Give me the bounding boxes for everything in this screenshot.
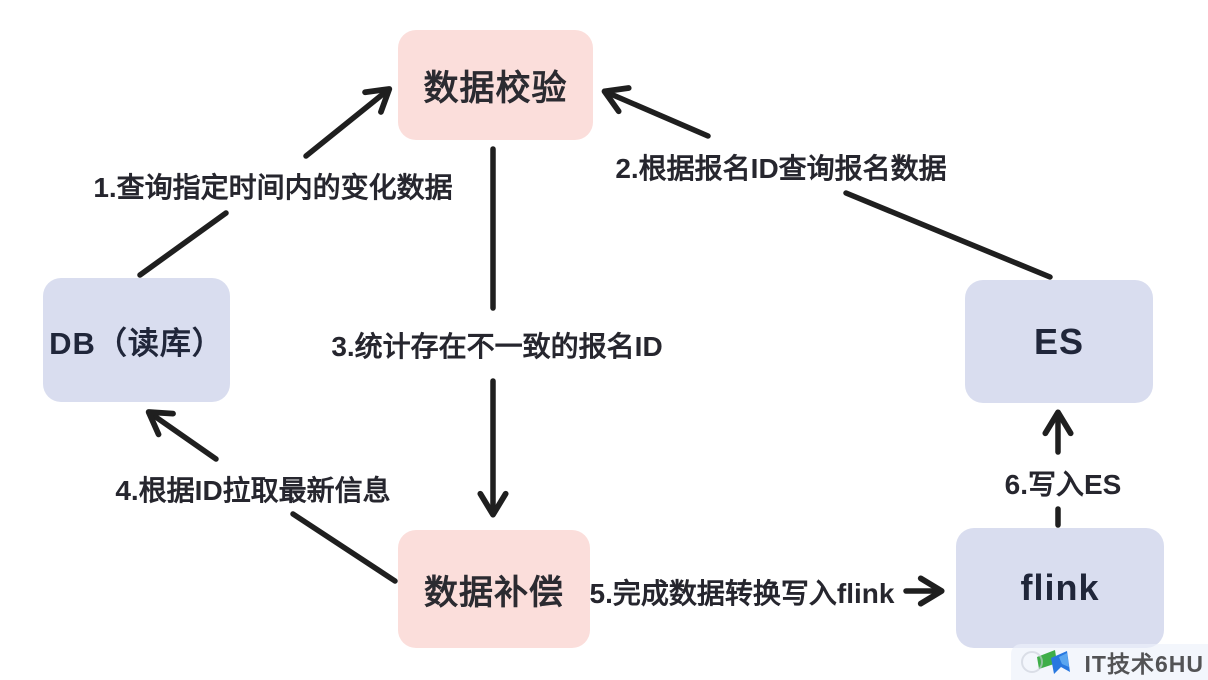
node-data-validation: 数据校验 bbox=[398, 30, 593, 140]
arrow-step1-upper bbox=[303, 86, 393, 159]
watermark: IT技术6HU bbox=[1010, 644, 1208, 680]
node-data-compensation: 数据补偿 bbox=[398, 530, 590, 648]
node-flink-label: flink bbox=[1020, 567, 1100, 608]
node-flink: flink bbox=[956, 528, 1164, 648]
node-es-label: ES bbox=[1033, 320, 1085, 362]
edge-label-step3: 3.统计存在不一致的报名ID bbox=[331, 331, 663, 362]
arrow-step4-lower bbox=[290, 511, 398, 584]
node-data-validation-label: 数据校验 bbox=[423, 68, 568, 108]
node-db-read-label: DB（读库） bbox=[49, 325, 224, 361]
watermark-circle-icon bbox=[1020, 651, 1043, 673]
edge-label-step1: 1.查询指定时间内的变化数据 bbox=[93, 172, 453, 203]
arrow-step4-upper bbox=[145, 409, 219, 462]
edge-label-step4: 4.根据ID拉取最新信息 bbox=[115, 475, 391, 506]
node-db-read: DB（读库） bbox=[43, 278, 230, 402]
arrow-step2-lower bbox=[843, 190, 1053, 280]
node-es: ES bbox=[965, 280, 1153, 403]
node-data-compensation-label: 数据补偿 bbox=[424, 573, 564, 612]
arrow-step2-upper bbox=[601, 85, 711, 139]
arrow-step1-lower bbox=[137, 210, 229, 278]
edge-label-step6: 6.写入ES bbox=[1004, 469, 1122, 500]
edge-label-step2: 2.根据报名ID查询报名数据 bbox=[615, 153, 947, 184]
watermark-text: IT技术6HU bbox=[1084, 651, 1204, 677]
edge-label-step5: 5.完成数据转换写入flink bbox=[589, 578, 895, 609]
